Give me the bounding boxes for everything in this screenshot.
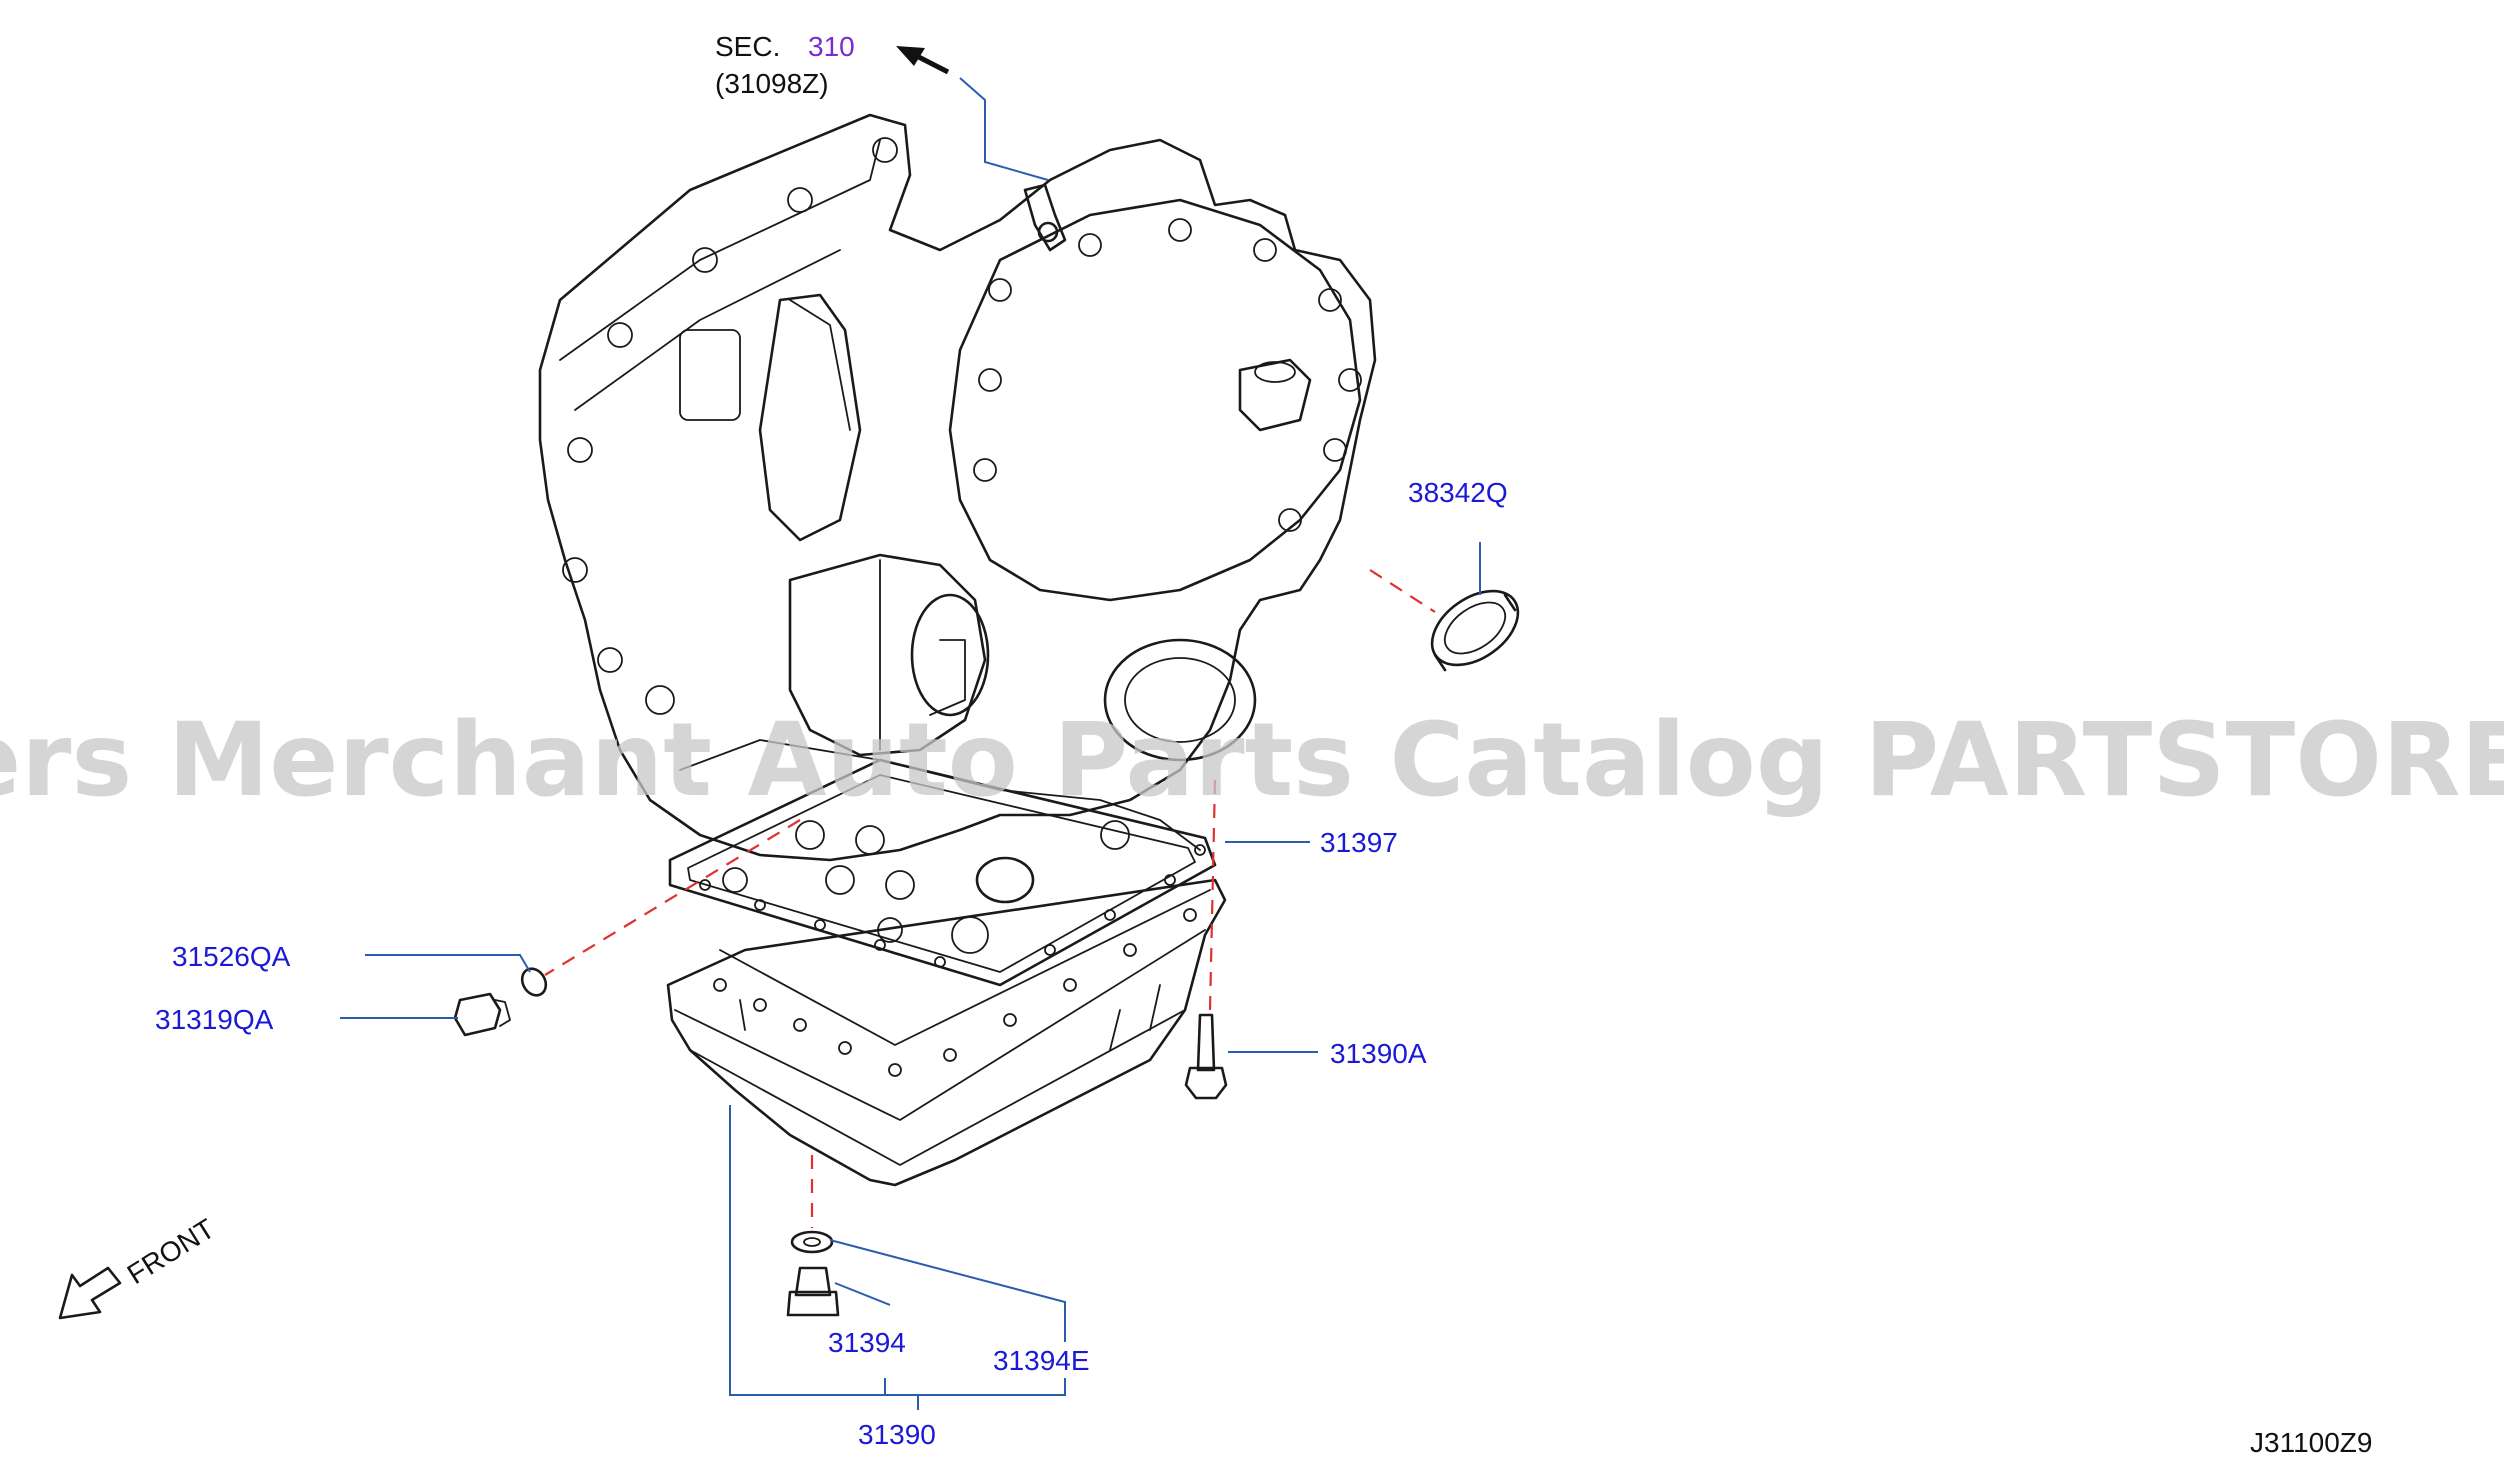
part-label-38342Q[interactable]: 38342Q (1408, 477, 1508, 508)
drain-plug-washer-drawing (786, 1230, 840, 1317)
front-arrow-icon (58, 1266, 122, 1320)
dashed-guides (544, 569, 1436, 1228)
part-label-31390[interactable]: 31390 (858, 1419, 936, 1450)
part-label-31397[interactable]: 31397 (1320, 827, 1398, 858)
o-ring-and-plug-drawing (453, 967, 548, 1037)
oil-seal-drawing (1430, 589, 1520, 672)
section-arrow-icon (896, 46, 950, 75)
part-label-31394E[interactable]: 31394E (993, 1345, 1090, 1376)
watermark: Offers Merchant Auto Parts Catalog PARTS… (0, 701, 2504, 820)
part-label-31526QA[interactable]: 31526QA (172, 941, 291, 972)
part-label-31319QA[interactable]: 31319QA (155, 1004, 274, 1035)
pan-bolt-drawing (1184, 1013, 1228, 1100)
part-label-31394[interactable]: 31394 (828, 1327, 906, 1358)
drawing-code: J31100Z9 (2250, 1427, 2372, 1458)
oil-pan-gasket-drawing (668, 758, 1217, 987)
leader-lines (340, 77, 1481, 1410)
part-label-31390A[interactable]: 31390A (1330, 1038, 1427, 1069)
transmission-case-drawing (538, 113, 1377, 954)
section-ref-sub: (31098Z) (715, 68, 829, 99)
section-ref-number[interactable]: 310 (808, 31, 855, 62)
front-label: FRONT (122, 1213, 220, 1290)
oil-pan-drawing (666, 878, 1227, 1187)
section-ref-prefix: SEC. (715, 31, 780, 62)
